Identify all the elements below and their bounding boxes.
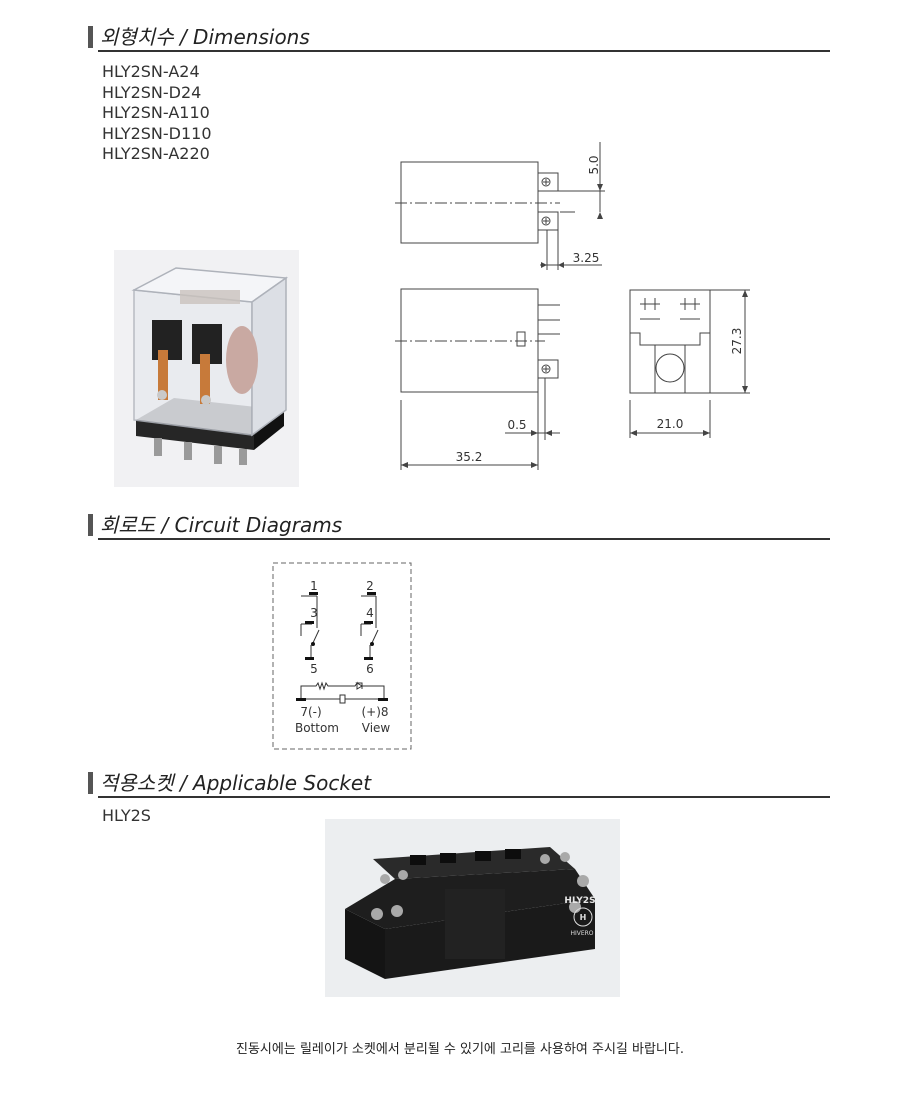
section-divider bbox=[98, 796, 830, 798]
socket-model-name: HLY2S bbox=[102, 806, 151, 825]
dim-label-21-0: 21.0 bbox=[657, 417, 684, 431]
section-marker bbox=[88, 26, 93, 48]
pin-2-label: 2 bbox=[366, 579, 374, 593]
dim-label-27-3: 27.3 bbox=[730, 328, 744, 355]
dim-label-35-2: 35.2 bbox=[456, 450, 483, 464]
section-divider bbox=[98, 50, 830, 52]
section-marker bbox=[88, 772, 93, 794]
caution-note: 진동시에는 릴레이가 소켓에서 분리될 수 있기에 고리를 사용하여 주시길 바… bbox=[236, 1042, 684, 1057]
dim-label-5-0: 5.0 bbox=[587, 155, 601, 174]
side-view-body bbox=[629, 289, 711, 394]
pin-6-label: 6 bbox=[366, 662, 374, 676]
section-header-dimensions: 외형치수 / Dimensions bbox=[88, 24, 830, 52]
model-item: HLY2SN-D110 bbox=[102, 123, 212, 143]
model-item: HLY2SN-A220 bbox=[102, 144, 210, 163]
model-item: HLY2SN-D24 bbox=[102, 82, 202, 102]
model-list: HLY2SN-A24 HLY2SN-D24 HLY2SN-A110 HLY2SN… bbox=[102, 62, 212, 165]
dimension-drawing: 5.0 3.25 27.3 0.5 35.2 21.0 bbox=[395, 142, 750, 470]
section-header-circuit: 회로도 / Circuit Diagrams bbox=[88, 512, 830, 540]
section-title: 적용소켓 / Applicable Socket bbox=[100, 771, 372, 795]
pin-7-label: 7(-) bbox=[300, 705, 321, 719]
pin-5-label: 5 bbox=[310, 662, 318, 676]
socket-photo: H HLY2S HIVERO bbox=[325, 819, 620, 997]
pin-3-label: 3 bbox=[310, 606, 318, 620]
section-marker bbox=[88, 514, 93, 536]
pin-1-label: 1 bbox=[310, 579, 318, 593]
section-title: 회로도 / Circuit Diagrams bbox=[100, 513, 343, 537]
socket-model-print: HLY2S bbox=[564, 896, 595, 906]
pin-8-label: (+)8 bbox=[361, 705, 388, 719]
bottom-label: Bottom bbox=[295, 721, 339, 735]
svg-text:H: H bbox=[580, 913, 587, 922]
relay-photo bbox=[114, 250, 299, 487]
socket-brand-print: HIVERO bbox=[570, 930, 593, 937]
section-divider bbox=[98, 538, 830, 540]
model-item: HLY2SN-A24 bbox=[102, 62, 200, 81]
view-label: View bbox=[362, 721, 391, 735]
section-header-socket: 적용소켓 / Applicable Socket bbox=[88, 770, 830, 798]
dim-label-0-5: 0.5 bbox=[507, 418, 526, 432]
section-title: 외형치수 / Dimensions bbox=[100, 25, 310, 49]
circuit-diagram: 1 2 3 4 5 6 7(-) (+)8 Bottom View bbox=[272, 562, 412, 750]
model-item: HLY2SN-A110 bbox=[102, 103, 210, 122]
dim-label-3-25: 3.25 bbox=[573, 251, 600, 265]
pin-4-label: 4 bbox=[366, 606, 374, 620]
